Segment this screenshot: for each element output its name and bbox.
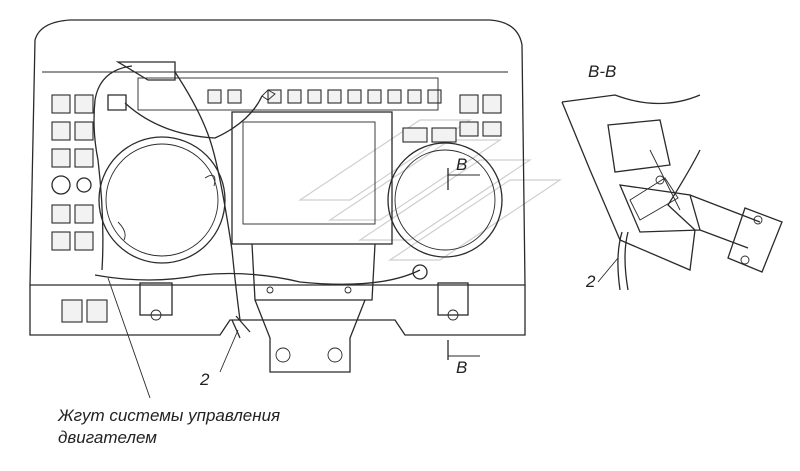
left-gauge [98,136,226,264]
caption-harness-line1: Жгут системы управления [58,406,281,425]
cut-mark-label-top: В [456,155,468,174]
right-switch-block [402,94,502,143]
mounting-brackets [139,282,469,321]
left-switch-block [51,94,108,323]
caption-harness-line2: двигателем [58,428,157,447]
section-cut-marks [447,168,480,360]
leader-lines [107,257,619,399]
panel-housing [29,19,526,336]
right-gauge [387,142,503,258]
central-display [231,111,393,373]
indicator-lamp-row [137,77,442,111]
watermark-logo [298,119,562,261]
engine-control-harness [93,61,428,339]
section-view-bb [561,94,783,291]
cut-mark-label-bottom: В [456,358,468,377]
callout-2-section: 2 [586,272,596,291]
callout-2-main: 2 [200,370,210,389]
section-title-bb: В-В [588,62,617,81]
